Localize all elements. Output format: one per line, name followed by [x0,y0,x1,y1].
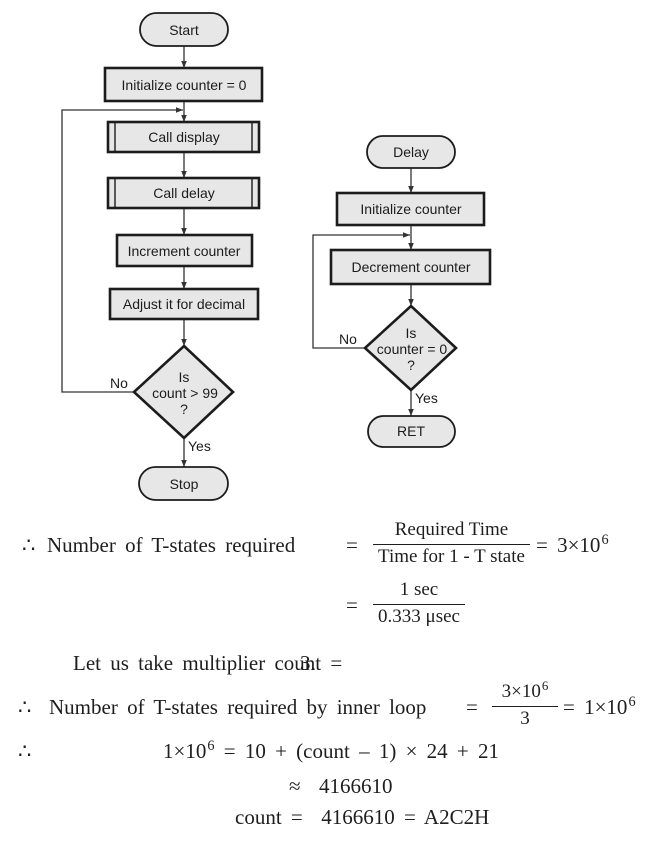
node-call-display: Call display [106,120,261,154]
equals-sign: = [536,533,548,557]
result-base: 1×10 [584,695,628,719]
rhs-expression: = 10 + (count – 1) × 24 + 21 [214,739,499,763]
main-flowchart: Start Initialize counter = 0 Call displa… [61,12,264,501]
delay-flowchart: Delay Initialize counter Decrement count… [312,135,492,448]
fraction-bar [373,604,465,605]
edge-decision-no-loop [312,232,410,349]
multiplier-count-value: 3. [300,651,316,675]
fraction-inner-loop: 3×106 3 [492,677,558,731]
node-call-delay-label: Call delay [153,185,214,201]
decision-line-2: count > 99 [152,385,218,401]
node-increment-counter: Increment counter [115,233,254,268]
edge-label-no: No [339,331,357,347]
fraction-numerator: 1 sec [399,579,439,600]
node-ret: RET [367,415,456,448]
count-hex-result: count = 4166610 = A2C2H [235,805,490,829]
node-start: Start [139,12,229,47]
fraction-bar [373,544,530,545]
result-exponent: 6 [601,532,609,549]
decision-line-1: Is [179,369,190,385]
t-states-label: Number of T-states required [47,533,296,557]
node-stop-label: Stop [170,476,199,492]
result-1e6: = 1×106 [563,694,636,719]
fraction-denominator: 0.333 μsec [378,606,460,627]
node-initialize-counter-delay-label: Initialize counter [360,201,462,217]
fraction-numerator: 3×106 [492,677,558,704]
decision-line-2: counter = 0 [377,341,448,357]
node-decrement-counter-label: Decrement counter [351,259,470,275]
flowcharts: Start Initialize counter = 0 Call displa… [61,12,492,501]
edge-label-yes: Yes [415,390,438,406]
fraction-denominator: 3 [520,708,530,729]
fraction-bar [492,706,558,707]
fraction-sec-per-tstate: 1 sec 0.333 μsec [373,578,465,629]
therefore-symbol: ∴ [18,695,32,719]
node-decision-count: Is count > 99 ? [132,344,235,440]
lhs-base: 1×10 [163,739,207,763]
therefore-symbol: ∴ [22,533,36,557]
numerator-base: 3×10 [501,681,541,702]
equals-sign: = [346,593,358,617]
decision-line-1: Is [406,325,417,341]
equals-sign: = [346,533,358,557]
result-exponent: 6 [628,694,636,711]
node-initialize-counter-label: Initialize counter = 0 [122,77,247,93]
approx-count: ≈ 4166610 [289,774,393,798]
node-start-label: Start [169,22,199,38]
edge-label-yes: Yes [188,438,211,454]
therefore-symbol: ∴ [18,739,32,763]
fraction-denominator: Time for 1 - T state [378,546,525,567]
inner-loop-label: Number of T-states required by inner loo… [49,695,427,719]
node-call-delay: Call delay [106,176,261,210]
node-decision-counter-zero: Is counter = 0 ? [363,304,458,392]
multiplier-count-label: Let us take multiplier count = [73,651,343,675]
edge-label-no: No [110,375,128,391]
node-ret-label: RET [397,423,425,439]
node-adjust-decimal: Adjust it for decimal [108,287,260,321]
node-increment-counter-label: Increment counter [128,243,241,259]
node-call-display-label: Call display [148,129,220,145]
decision-line-3: ? [180,401,188,417]
node-delay-label: Delay [393,144,429,160]
decision-line-3: ? [407,357,415,373]
node-initialize-counter: Initialize counter = 0 [103,66,264,103]
count-equation: 1×106 = 10 + (count – 1) × 24 + 21 [163,738,499,763]
node-decrement-counter: Decrement counter [329,248,492,286]
fraction-numerator: Required Time [394,519,509,540]
node-adjust-decimal-label: Adjust it for decimal [123,296,245,312]
lhs-exponent: 6 [207,738,215,755]
equals-sign: = [563,695,575,719]
result-3e6: = 3×106 [536,532,609,557]
fraction-required-time: Required Time Time for 1 - T state [373,518,530,569]
node-initialize-counter-delay: Initialize counter [335,191,486,227]
result-base: 3×10 [557,533,601,557]
numerator-exponent: 6 [541,677,549,693]
node-stop: Stop [138,466,229,501]
edge-decision-no-loop [61,107,183,393]
node-delay: Delay [366,135,456,169]
equals-sign: = [466,695,478,719]
